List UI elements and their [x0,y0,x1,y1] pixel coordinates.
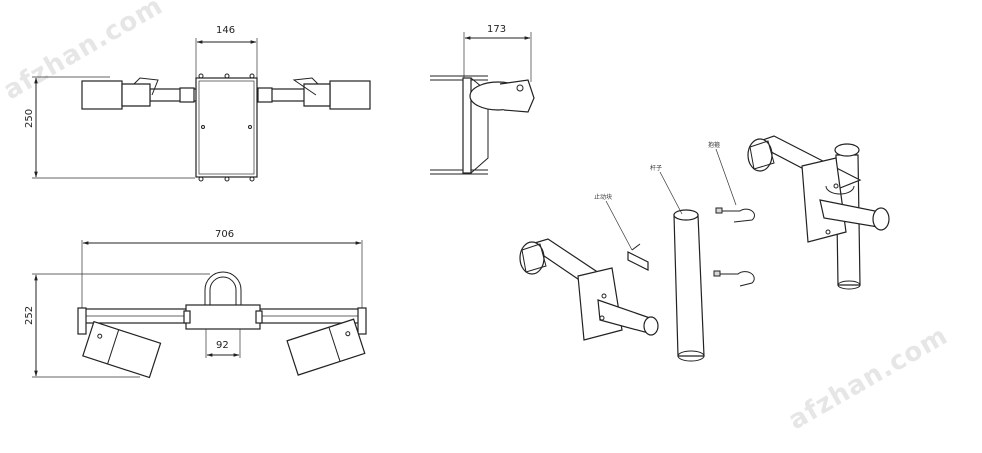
top-view: 250 146 [24,25,371,182]
front-view: 706 252 [24,229,367,379]
label-pole: 杆子 [650,164,662,172]
dim-side-width: 173 [487,24,506,35]
dim-front-width: 706 [215,229,234,240]
label-u-bolt: 抱箍 [708,141,720,149]
side-view: 173 [430,24,535,175]
dim-top-height: 250 [24,109,35,128]
watermark-bottom-right: afzhan.com [784,321,954,436]
dim-clamp-width: 92 [216,340,229,351]
dim-front-height: 252 [24,306,35,325]
dim-top-width: 146 [216,25,235,36]
label-stopper: 止动块 [594,193,612,201]
exploded-view: 止动块 杆子 抱箍 [519,135,890,362]
